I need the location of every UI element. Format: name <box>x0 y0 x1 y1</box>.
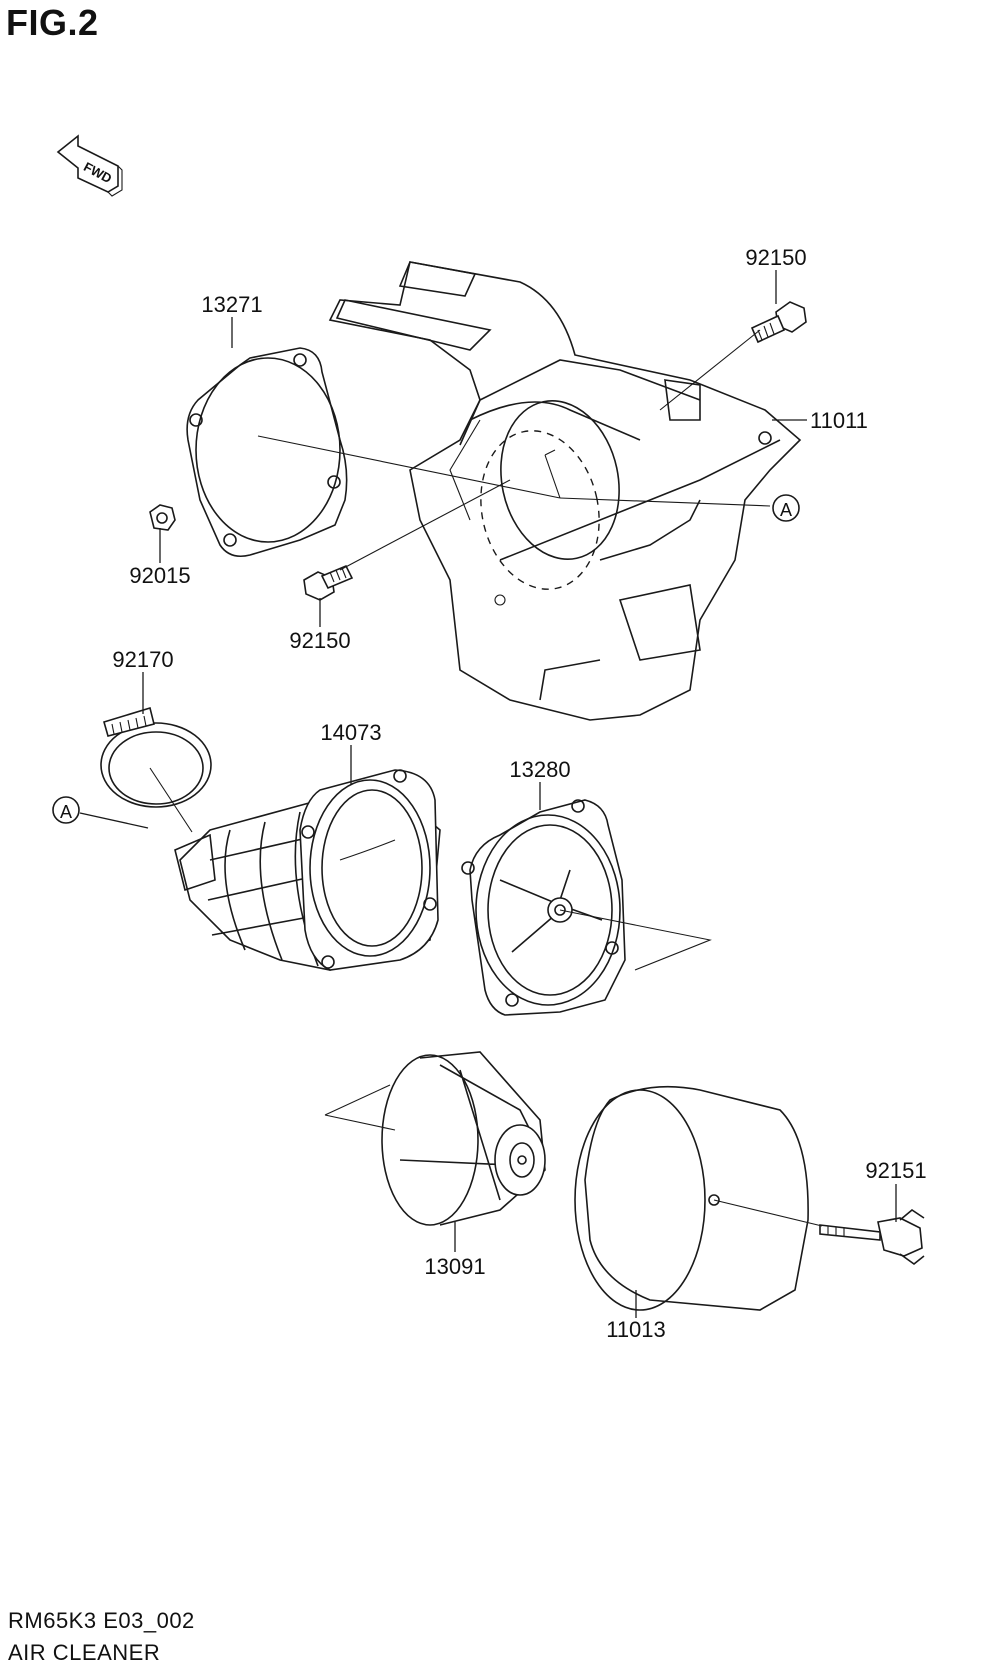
reference-lines <box>149 329 823 1227</box>
holder-13280 <box>461 799 626 1016</box>
part-label-92151: 92151 <box>865 1158 926 1183</box>
intake-duct-14073 <box>174 769 441 971</box>
wing-bolt-92151 <box>819 1209 925 1266</box>
ref-marker-a-left: A <box>52 796 80 824</box>
bolt-92150-bottom <box>303 564 354 601</box>
part-label-11013: 11013 <box>606 1317 666 1342</box>
section-name: AIR CLEANER <box>8 1640 161 1665</box>
part-label-92015: 92015 <box>129 563 190 588</box>
part-label-13280: 13280 <box>509 757 570 782</box>
part-label-92170: 92170 <box>112 647 173 672</box>
ref-marker-a-right-label: A <box>780 500 792 520</box>
air-cleaner-case <box>328 261 802 721</box>
ref-marker-a-left-label: A <box>60 802 72 822</box>
leader-lines <box>79 270 897 1318</box>
fwd-arrow-icon: FWD <box>56 134 123 197</box>
figure-title: FIG.2 <box>6 2 99 43</box>
part-label-11011: 11011 <box>810 408 868 433</box>
model-code: RM65K3 E03_002 <box>8 1608 195 1633</box>
nut-92015 <box>149 504 176 531</box>
gasket-13271 <box>186 347 348 558</box>
bolt-92150-top <box>750 301 807 344</box>
part-label-92150-bottom: 92150 <box>289 628 350 653</box>
ref-marker-a-right: A <box>772 494 800 522</box>
frame-13091 <box>381 1051 546 1226</box>
element-11013 <box>574 1085 809 1311</box>
part-label-13271: 13271 <box>201 292 262 317</box>
clamp-92170 <box>100 706 212 808</box>
part-label-14073: 14073 <box>320 720 381 745</box>
part-label-13091: 13091 <box>424 1254 485 1279</box>
part-label-92150-top: 92150 <box>745 245 806 270</box>
